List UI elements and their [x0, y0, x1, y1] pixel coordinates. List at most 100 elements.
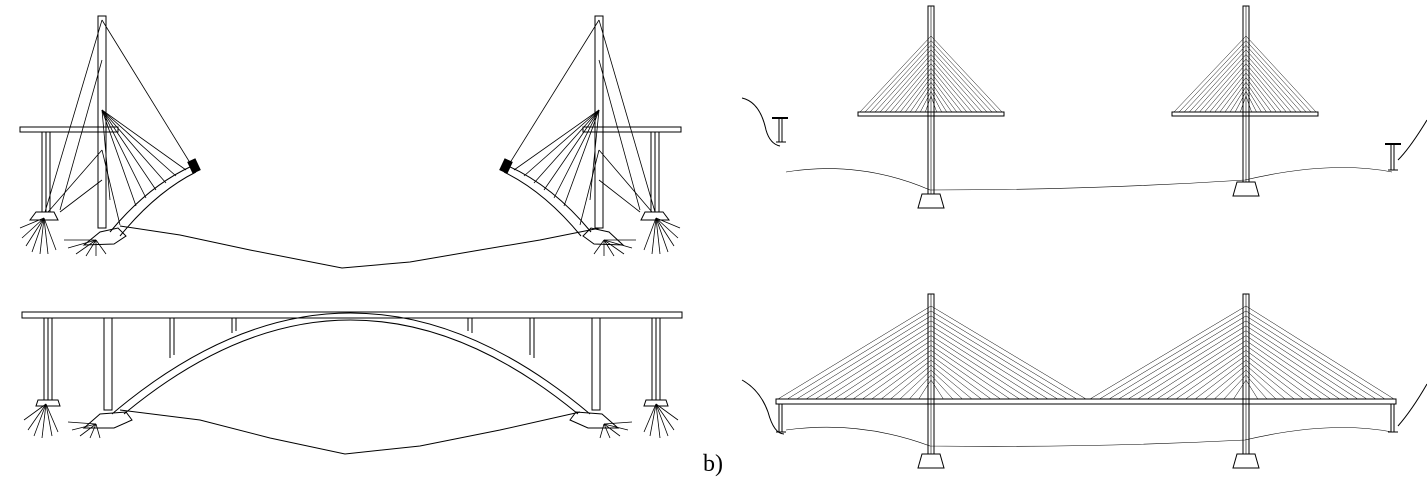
stay-cable — [900, 72, 932, 113]
right-cantilever-deck — [1171, 111, 1319, 117]
stay-cable — [1245, 72, 1277, 113]
stay-cable — [1245, 45, 1307, 113]
stay-cable — [1219, 77, 1247, 113]
stay-cable — [910, 82, 932, 113]
stay-cable — [871, 355, 932, 400]
completed-ground-anchors — [23, 403, 679, 439]
spandrel-columns — [103, 317, 601, 411]
stay-cable — [1224, 82, 1247, 113]
stay-cable — [930, 340, 1020, 400]
stay-cable — [881, 360, 932, 400]
stay-cable — [1245, 40, 1312, 113]
panel-b-label: b) — [703, 451, 723, 477]
stay-cable — [930, 77, 957, 113]
left-abutment — [82, 227, 127, 246]
stay-cable — [1233, 379, 1247, 400]
stay-cable — [1245, 379, 1259, 400]
valley-profile-top — [785, 167, 1393, 191]
right-ground-anchors — [593, 217, 681, 257]
stay-cable — [777, 305, 932, 400]
stay-cable — [930, 330, 1039, 400]
stay-cable — [1245, 335, 1340, 400]
left-ground-anchors — [19, 217, 107, 257]
left-traveller — [187, 158, 201, 174]
stay-cable — [806, 320, 932, 400]
stay-cable — [1245, 63, 1287, 113]
right-pylon-footing — [1232, 181, 1260, 197]
stay-cable — [930, 45, 993, 113]
left-half-arch — [109, 165, 193, 233]
stay-cable — [1245, 305, 1395, 400]
stay-cable — [1245, 355, 1304, 400]
left-cantilever-deck — [857, 111, 1005, 117]
stay-cable — [1245, 82, 1267, 113]
stay-cable — [1204, 365, 1247, 400]
left-cantilever-stays — [859, 35, 1003, 113]
valley-profile-bottom — [785, 426, 1393, 447]
stay-cable — [869, 45, 932, 113]
left-pylon-stays — [777, 305, 1087, 400]
left-pylon-footing — [917, 193, 945, 209]
stay-cable — [1245, 315, 1376, 400]
stay-cable — [930, 35, 1003, 113]
stay-cable — [1214, 72, 1247, 113]
stay-cable — [930, 320, 1058, 400]
stay-cable — [1245, 345, 1322, 400]
stay-cable — [930, 58, 978, 113]
main-arch — [111, 312, 591, 415]
stay-cable — [1245, 35, 1317, 113]
stay-cable — [1089, 305, 1247, 400]
left-abutment-column — [772, 117, 788, 143]
stay-cable — [1189, 49, 1247, 113]
right-temporary-tower — [594, 15, 604, 229]
stay-cable — [930, 345, 1011, 400]
cable-stayed-cantilever-stage — [741, 5, 1427, 209]
stay-cable — [930, 40, 998, 113]
stay-cable — [930, 63, 973, 113]
right-deck-segment — [582, 126, 682, 133]
stay-cable — [930, 310, 1077, 400]
stay-cable — [930, 374, 954, 400]
valley-ground-top — [119, 225, 601, 269]
right-abutment — [582, 227, 625, 246]
stay-cable — [925, 95, 932, 113]
stay-cable — [1245, 369, 1277, 400]
valley-ground-bottom — [119, 409, 581, 455]
stay-cable — [864, 40, 932, 113]
stay-cable — [930, 72, 962, 113]
stay-cable — [930, 315, 1068, 400]
stay-cable — [1245, 86, 1262, 113]
stay-cable — [918, 379, 932, 400]
stay-cable — [1245, 49, 1302, 113]
stay-cable — [894, 68, 932, 113]
stay-cable — [915, 86, 932, 113]
stay-cable — [909, 374, 932, 400]
right-traveller — [499, 158, 513, 174]
main-deck — [775, 398, 1397, 405]
stay-cable — [874, 49, 932, 113]
stay-cable — [1245, 320, 1367, 400]
stay-cable — [1245, 54, 1297, 113]
stay-cable — [1245, 350, 1313, 400]
stay-cable — [930, 54, 983, 113]
stay-cable — [1245, 374, 1268, 400]
stay-cable — [1118, 320, 1247, 400]
stay-cable — [930, 325, 1049, 400]
stay-cable — [859, 35, 932, 113]
arch-completed-stage — [21, 311, 683, 455]
stay-cable — [824, 330, 932, 400]
panel-a-arch-bridge — [19, 15, 683, 455]
stay-cable — [787, 310, 932, 400]
stay-cable — [1245, 77, 1272, 113]
stay-cable — [930, 335, 1030, 400]
stay-cable — [1173, 35, 1247, 113]
stay-cable — [890, 365, 932, 400]
stay-cable — [879, 54, 932, 113]
stay-cable — [899, 369, 932, 400]
right-half-arch — [507, 165, 592, 233]
stay-cable — [1184, 45, 1247, 113]
right-abutment-column — [1385, 143, 1401, 171]
stay-cable — [1147, 335, 1247, 400]
